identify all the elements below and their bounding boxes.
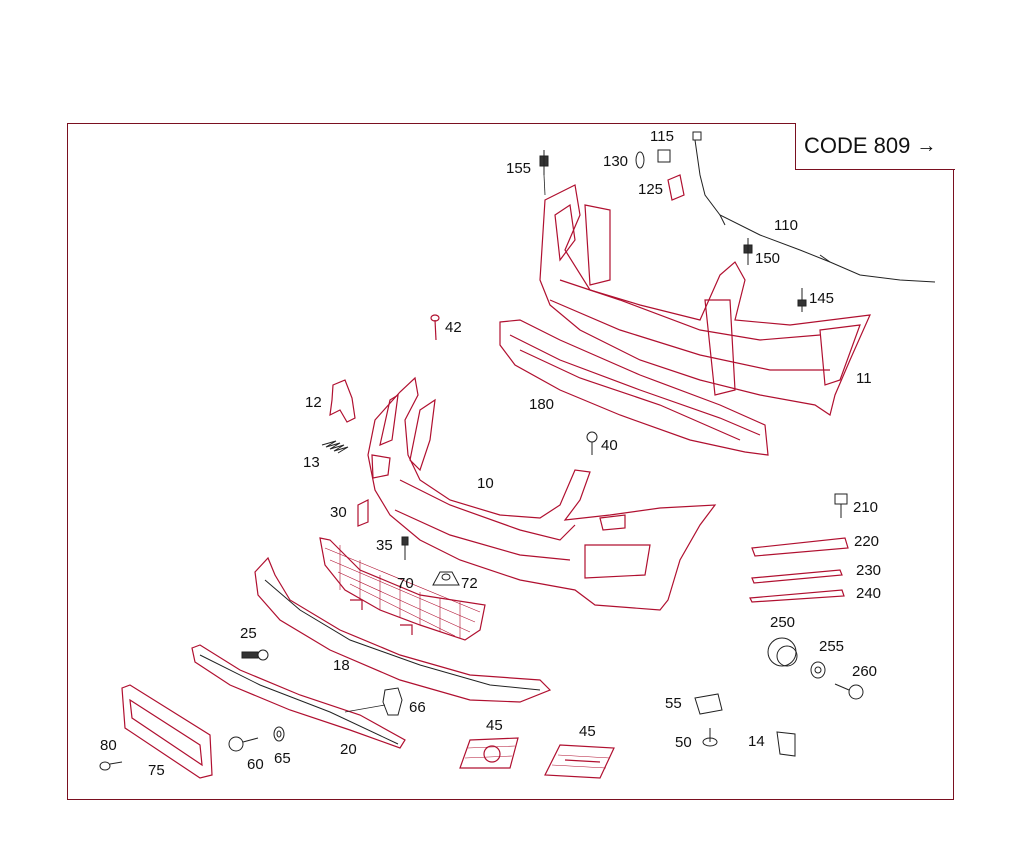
- label-210[interactable]: 210: [853, 499, 879, 516]
- part-10-bumper-cover[interactable]: [367, 376, 717, 611]
- label-12[interactable]: 12: [305, 394, 322, 411]
- label-10[interactable]: 10: [477, 475, 494, 492]
- part-20-trim-strip[interactable]: [191, 644, 406, 749]
- part-130-ring[interactable]: [635, 151, 645, 169]
- label-220[interactable]: 220: [854, 533, 880, 550]
- part-260-bolt[interactable]: [834, 683, 864, 700]
- part-70-grille[interactable]: [319, 537, 486, 641]
- label-50[interactable]: 50: [675, 734, 692, 751]
- label-13[interactable]: 13: [303, 454, 320, 471]
- label-72[interactable]: 72: [461, 575, 478, 592]
- part-30-cap[interactable]: [357, 499, 369, 527]
- part-110-wiring-harness[interactable]: [692, 131, 936, 283]
- label-40[interactable]: 40: [601, 437, 618, 454]
- label-65[interactable]: 65: [274, 750, 291, 767]
- part-42-bolt[interactable]: [430, 314, 440, 341]
- part-220-strip[interactable]: [751, 537, 849, 557]
- label-250[interactable]: 250: [770, 614, 796, 631]
- label-45-left[interactable]: 45: [486, 717, 503, 734]
- part-45-fog-grille-right[interactable]: [544, 744, 615, 779]
- label-66[interactable]: 66: [409, 699, 426, 716]
- part-210-plug[interactable]: [834, 493, 848, 518]
- label-45-right[interactable]: 45: [579, 723, 596, 740]
- part-75-plate-holder[interactable]: [121, 684, 213, 779]
- part-72-nut[interactable]: [432, 571, 460, 586]
- part-255-washer[interactable]: [810, 661, 826, 679]
- part-125-cover[interactable]: [667, 174, 685, 201]
- part-145-bolt[interactable]: [797, 288, 807, 312]
- part-25-bolt[interactable]: [241, 649, 269, 661]
- label-30[interactable]: 30: [330, 504, 347, 521]
- label-240[interactable]: 240: [856, 585, 882, 602]
- label-125[interactable]: 125: [638, 181, 664, 198]
- label-11[interactable]: 11: [856, 370, 872, 387]
- label-155[interactable]: 155: [506, 160, 532, 177]
- part-50-screw[interactable]: [702, 728, 718, 747]
- part-155-bolt[interactable]: [539, 150, 549, 196]
- part-18-spoiler[interactable]: [254, 556, 552, 703]
- part-45-fog-grille-left[interactable]: [459, 737, 519, 769]
- label-145[interactable]: 145: [809, 290, 835, 307]
- label-80[interactable]: 80: [100, 737, 117, 754]
- part-180-impact-absorber[interactable]: [499, 319, 769, 456]
- part-60-bolt[interactable]: [228, 736, 259, 752]
- label-180[interactable]: 180: [529, 396, 555, 413]
- part-66-clip[interactable]: [344, 687, 403, 716]
- part-230-strip[interactable]: [751, 569, 843, 584]
- part-13-spring[interactable]: [321, 440, 349, 454]
- label-110[interactable]: 110: [774, 217, 798, 234]
- label-35[interactable]: 35: [376, 537, 393, 554]
- diagram-frame: [67, 123, 954, 800]
- part-80-screw[interactable]: [99, 761, 123, 771]
- label-20[interactable]: 20: [340, 741, 357, 758]
- part-11-bumper-carrier[interactable]: [539, 184, 871, 416]
- label-14[interactable]: 14: [748, 733, 765, 750]
- code-809-box: CODE 809 →: [795, 123, 955, 170]
- label-130[interactable]: 130: [603, 153, 629, 170]
- part-40-screw[interactable]: [586, 431, 598, 455]
- label-75[interactable]: 75: [148, 762, 165, 779]
- part-150-bolt[interactable]: [743, 238, 753, 265]
- label-70[interactable]: 70: [397, 575, 414, 592]
- label-60[interactable]: 60: [247, 756, 264, 773]
- label-150[interactable]: 150: [755, 250, 781, 267]
- label-25[interactable]: 25: [240, 625, 257, 642]
- part-14-bracket[interactable]: [776, 731, 796, 757]
- part-55-clip[interactable]: [694, 693, 723, 715]
- code-label: CODE 809: [804, 133, 911, 158]
- part-250-gear[interactable]: [767, 637, 798, 667]
- part-115-sensor[interactable]: [657, 149, 671, 163]
- label-55[interactable]: 55: [665, 695, 682, 712]
- label-115[interactable]: 115: [650, 128, 674, 145]
- label-230[interactable]: 230: [856, 562, 882, 579]
- label-18[interactable]: 18: [333, 657, 350, 674]
- label-255[interactable]: 255: [819, 638, 845, 655]
- label-260[interactable]: 260: [852, 663, 878, 680]
- arrow-right-icon: →: [916, 134, 937, 157]
- part-35-bolt[interactable]: [401, 536, 409, 560]
- part-65-washer[interactable]: [273, 726, 285, 742]
- part-12-bracket[interactable]: [329, 379, 356, 423]
- label-42[interactable]: 42: [445, 319, 462, 336]
- part-240-strip[interactable]: [749, 589, 845, 603]
